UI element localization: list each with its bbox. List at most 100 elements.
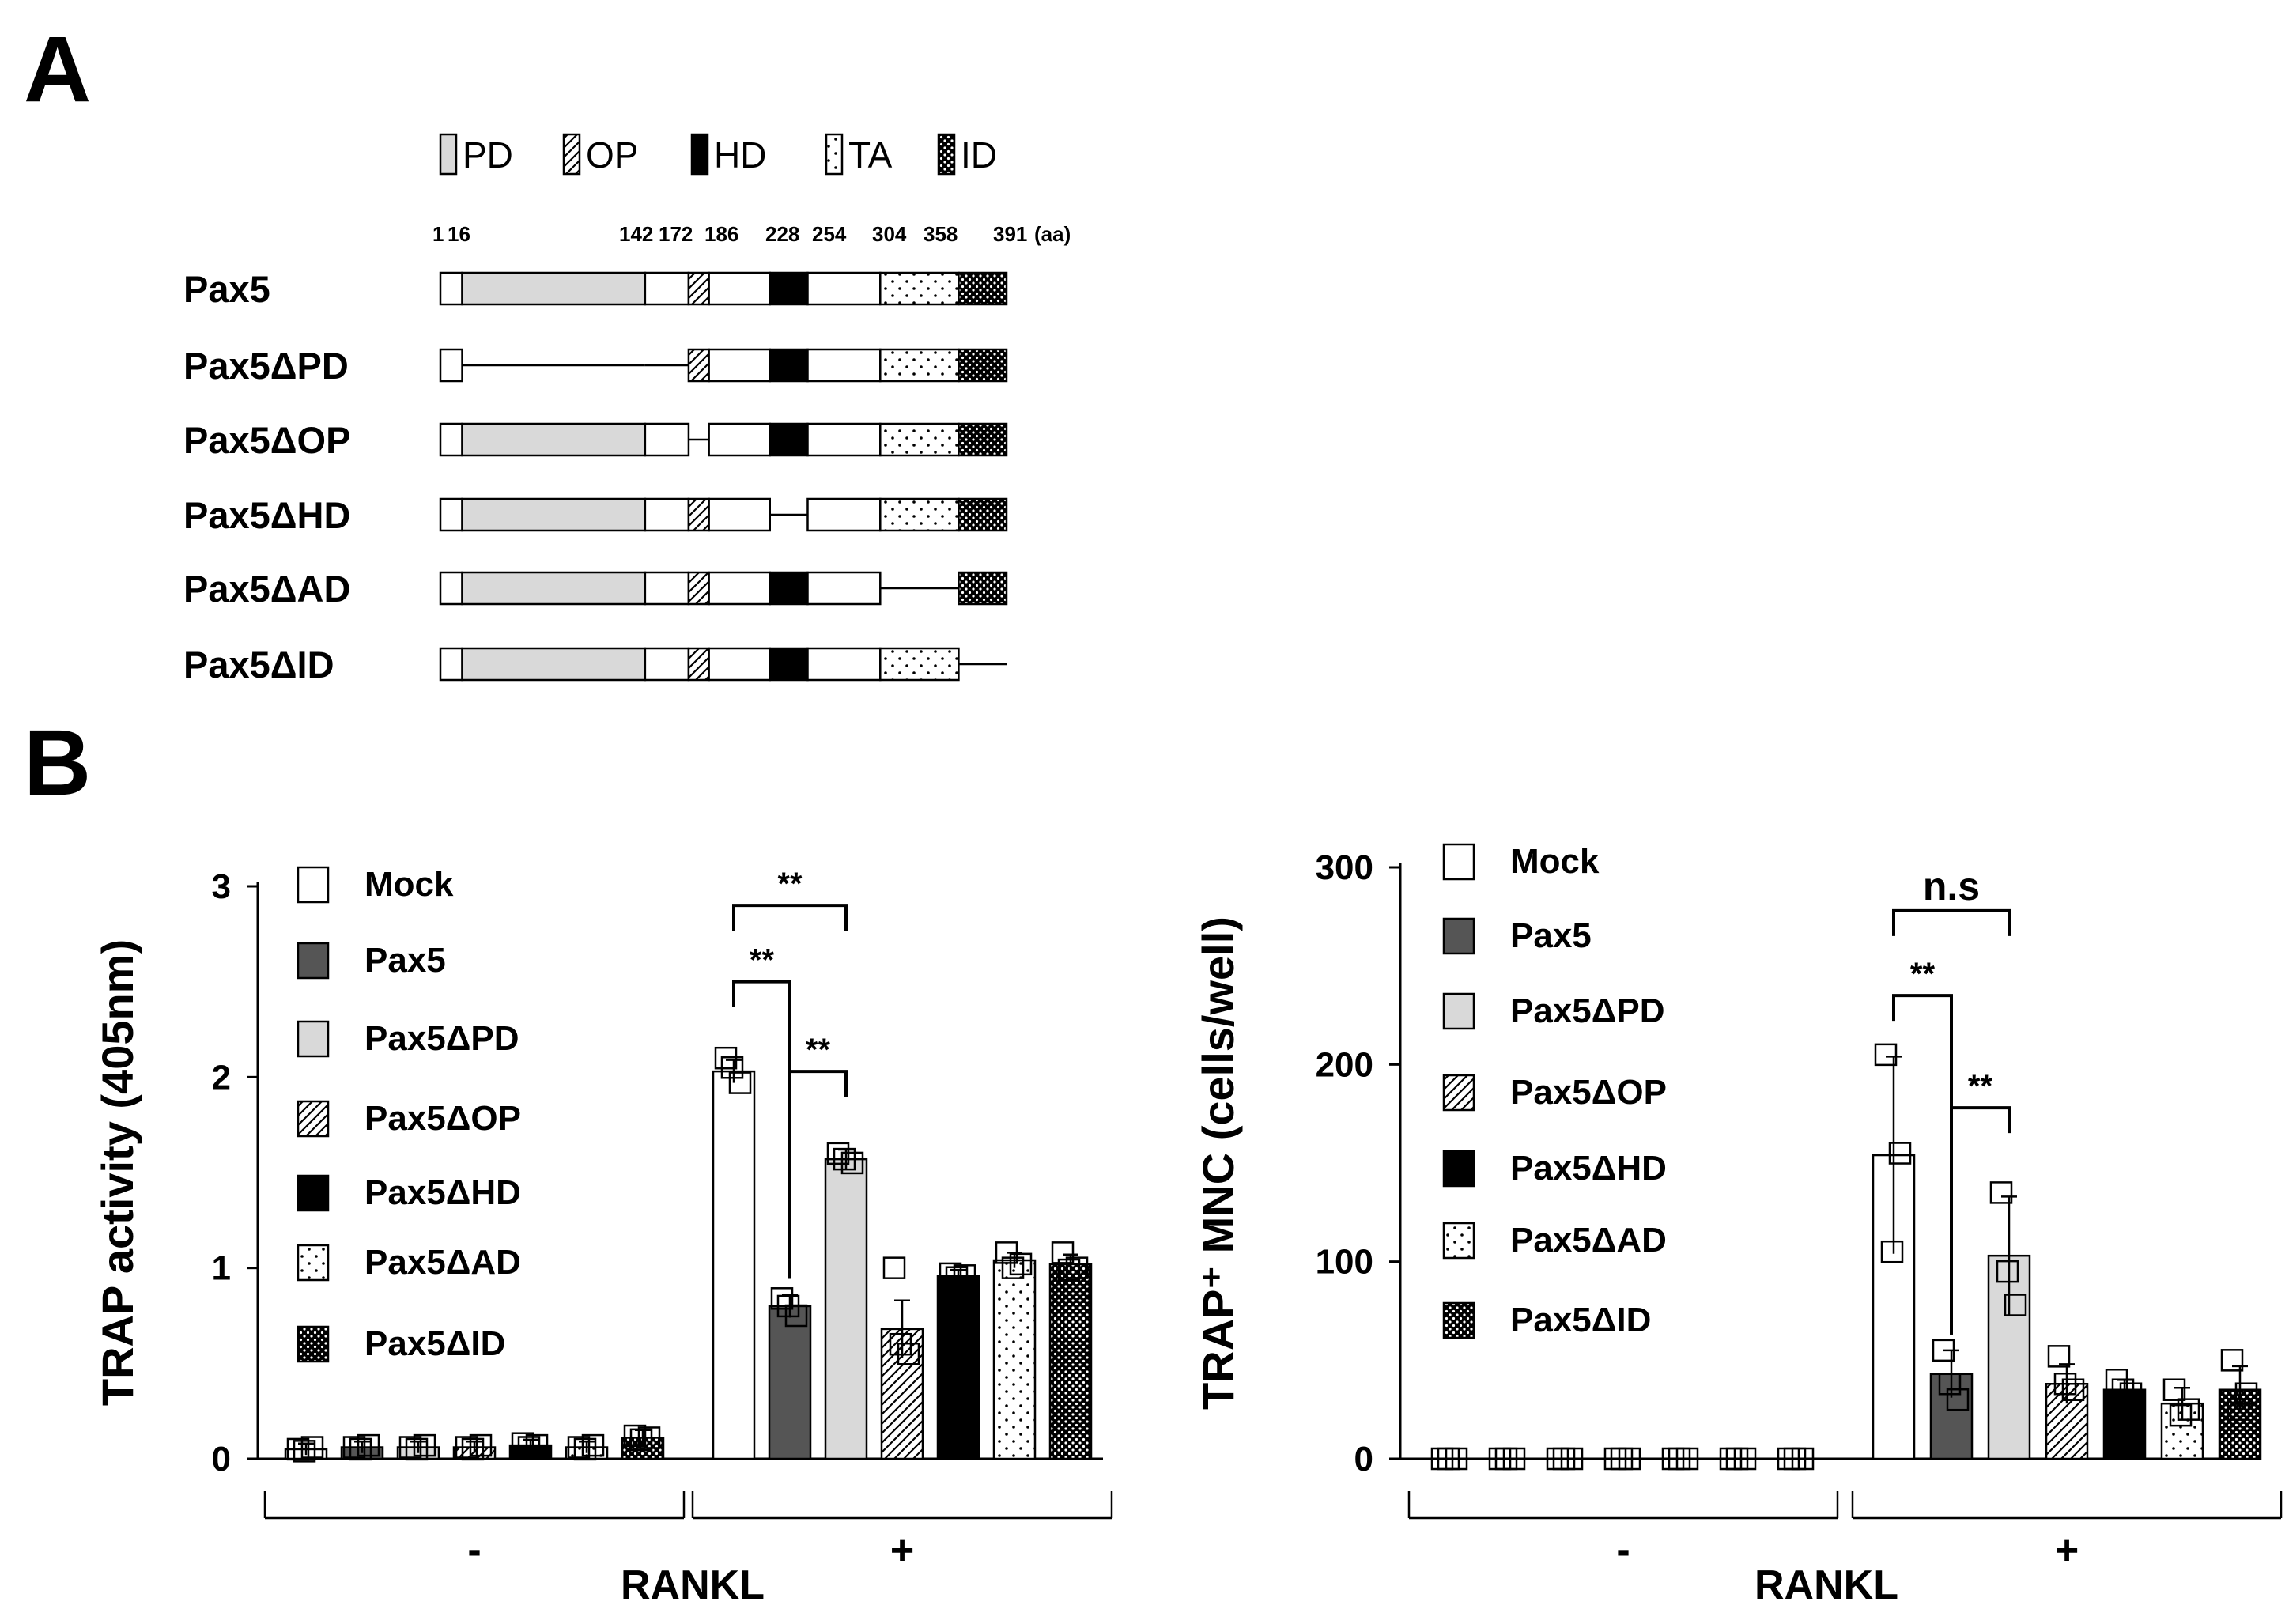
position-label: 1 [432,222,444,246]
data-point [1725,1447,1749,1471]
data-point [1051,1241,1075,1264]
significance-label: ** [1968,1069,1993,1104]
data-point [573,1437,597,1461]
data-point [1783,1447,1807,1471]
series-legend-label: Pax5ΔHD [1510,1149,1667,1188]
data-point [357,1433,380,1457]
group-label: + [890,1528,914,1573]
series-legend-label: Pax5 [1510,916,1592,955]
significance-label: n.s [1923,864,1980,908]
series-legend-label: Pax5ΔID [1510,1301,1651,1339]
construct-name: Pax5ΔPD [183,345,349,387]
panel-a-label: A [24,17,91,122]
data-point [581,1433,605,1457]
legend-swatch-hd [690,133,709,176]
domain-segment [769,271,809,306]
series-legend-swatch [1442,917,1475,955]
domain-segment [439,497,463,532]
data-point [398,1436,422,1459]
domain-segment [708,571,771,606]
data-point [1996,1260,2019,1283]
domain-segment [806,497,882,532]
domain-segment [708,497,771,532]
bar [824,1158,868,1460]
construct-name: Pax5 [183,268,270,310]
data-point [1065,1256,1089,1279]
data-point [469,1433,493,1457]
legend-swatch-op [562,133,581,176]
domain-segment [439,348,463,383]
domain-segment [461,422,647,457]
position-label: 172 [659,222,693,246]
domain-segment [879,422,960,457]
y-tick-label: 0 [1354,1440,1373,1479]
domain-segment [439,422,463,457]
series-legend-label: Pax5ΔAD [365,1243,521,1282]
domain-segment [439,647,463,682]
data-point [1880,1240,1904,1263]
domain-segment [461,497,647,532]
domain-segment [958,348,1008,383]
position-unit: (aa) [1034,222,1071,246]
significance-label: ** [806,1033,831,1067]
domain-segment [769,647,809,682]
domain-segment [687,647,710,682]
panel-b-label: B [24,711,91,815]
data-point [567,1436,591,1459]
series-legend-label: Pax5ΔID [365,1324,505,1363]
data-point [2162,1378,2186,1401]
series-legend-swatch [1442,1150,1475,1188]
position-label: 391 [993,222,1027,246]
y-axis-title: TRAP activity (405nm) [93,939,142,1406]
data-point [770,1287,794,1310]
data-point [882,1256,906,1279]
domain-segment [806,647,882,682]
position-label: 304 [872,222,907,246]
domain-segment [644,647,690,682]
legend-label-pd: PD [463,134,513,176]
domain-segment [687,497,710,532]
position-label: 142 [619,222,653,246]
data-point [889,1332,912,1356]
series-legend-label: Pax5ΔOP [1510,1073,1667,1112]
data-point [2004,1294,2027,1316]
x-axis-title: RANKL [621,1562,765,1608]
y-tick-label: 200 [1316,1045,1373,1084]
data-point [1874,1043,1898,1067]
data-point [1946,1388,1970,1411]
legend-swatch-ta [825,133,844,176]
data-point [939,1262,962,1286]
construct-name: Pax5ΔHD [183,494,350,536]
y-axis-title: TRAP⁺ MNC (cells/well) [1193,916,1243,1410]
data-point [293,1440,316,1463]
data-point [776,1294,800,1318]
position-label: 16 [448,222,470,246]
series-legend-swatch [297,942,330,980]
domain-segment [958,497,1008,532]
series-legend-swatch [297,1020,330,1058]
bar [2102,1388,2147,1460]
domain-segment [708,647,771,682]
bar [992,1259,1037,1460]
series-legend-swatch [1442,1222,1475,1260]
data-point [1009,1252,1033,1276]
y-tick-label: 0 [212,1440,231,1479]
series-legend-label: Mock [1510,842,1600,881]
position-label: 254 [812,222,847,246]
data-point [728,1071,752,1094]
series-legend-swatch [297,1325,330,1363]
data-point [1437,1447,1460,1471]
bar [712,1070,756,1460]
position-label: 228 [765,222,799,246]
domain-segment [439,271,463,306]
data-point [517,1436,541,1459]
significance-bracket [788,1070,848,1279]
domain-segment [644,422,690,457]
domain-segment [769,571,809,606]
significance-bracket [732,904,848,931]
legend-label-hd: HD [714,134,766,176]
series-legend-swatch [297,1244,330,1282]
construct-name: Pax5ΔAD [183,568,350,610]
bar [1048,1263,1093,1460]
